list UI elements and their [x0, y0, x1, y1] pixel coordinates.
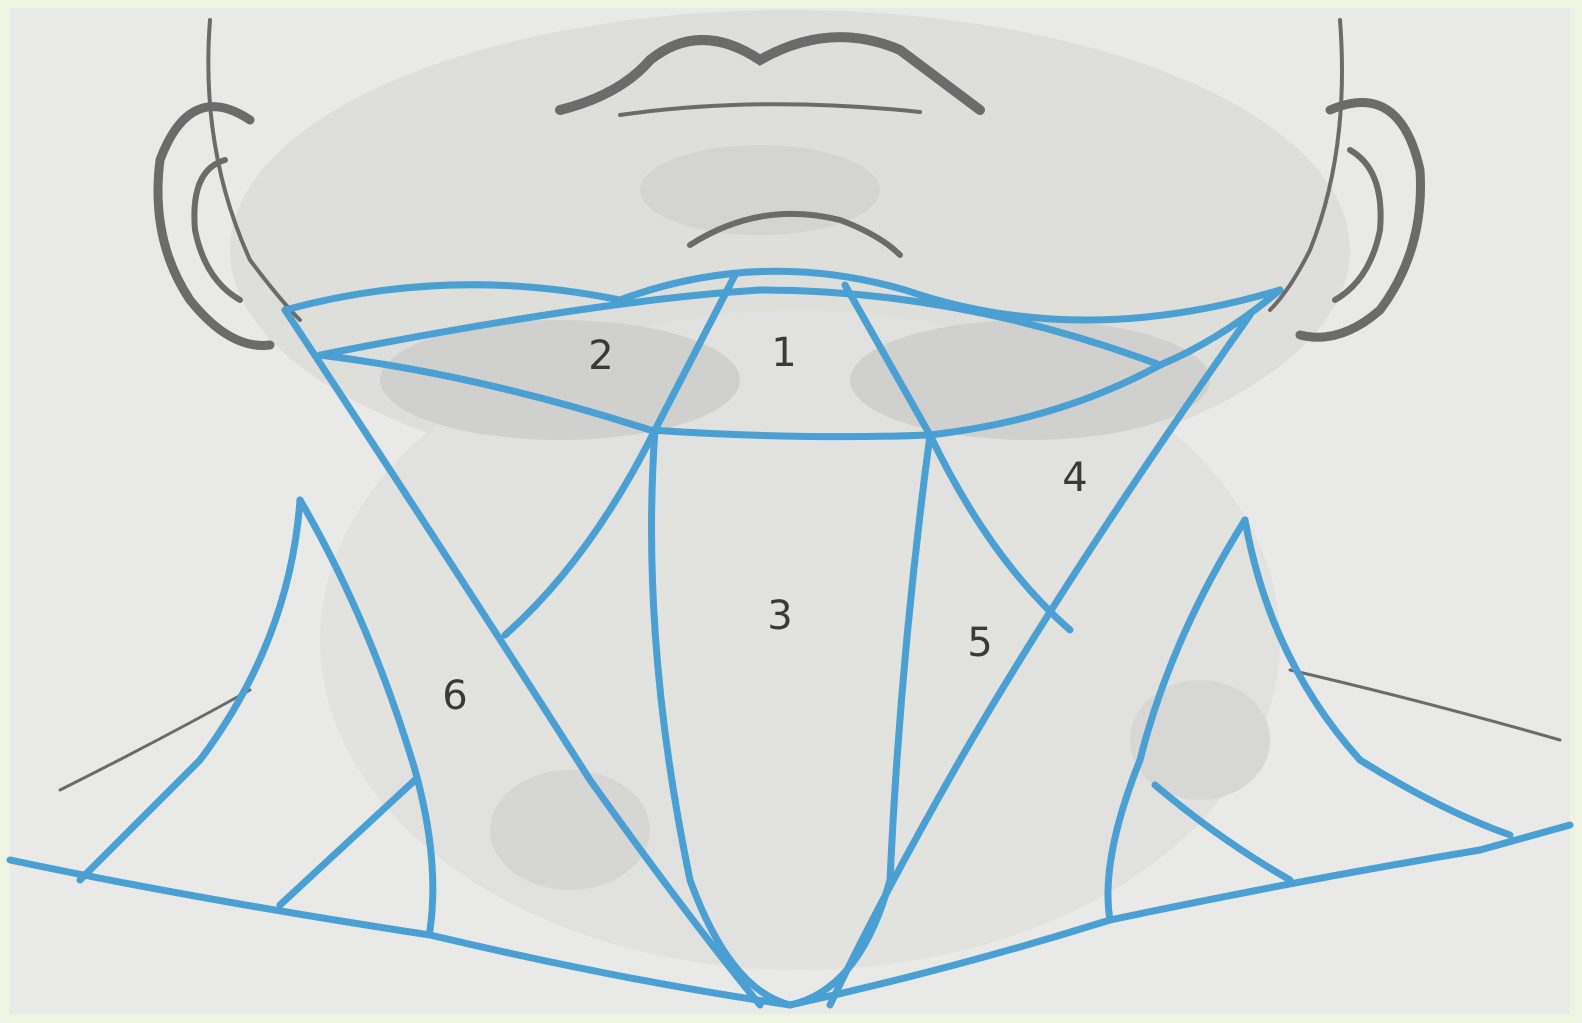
region-label-3: 3	[767, 593, 792, 639]
region-label-6: 6	[442, 673, 467, 719]
region-label-1: 1	[771, 330, 796, 376]
region-label-2: 2	[588, 333, 613, 379]
region-label-5: 5	[967, 620, 992, 666]
region-label-4: 4	[1062, 455, 1087, 501]
